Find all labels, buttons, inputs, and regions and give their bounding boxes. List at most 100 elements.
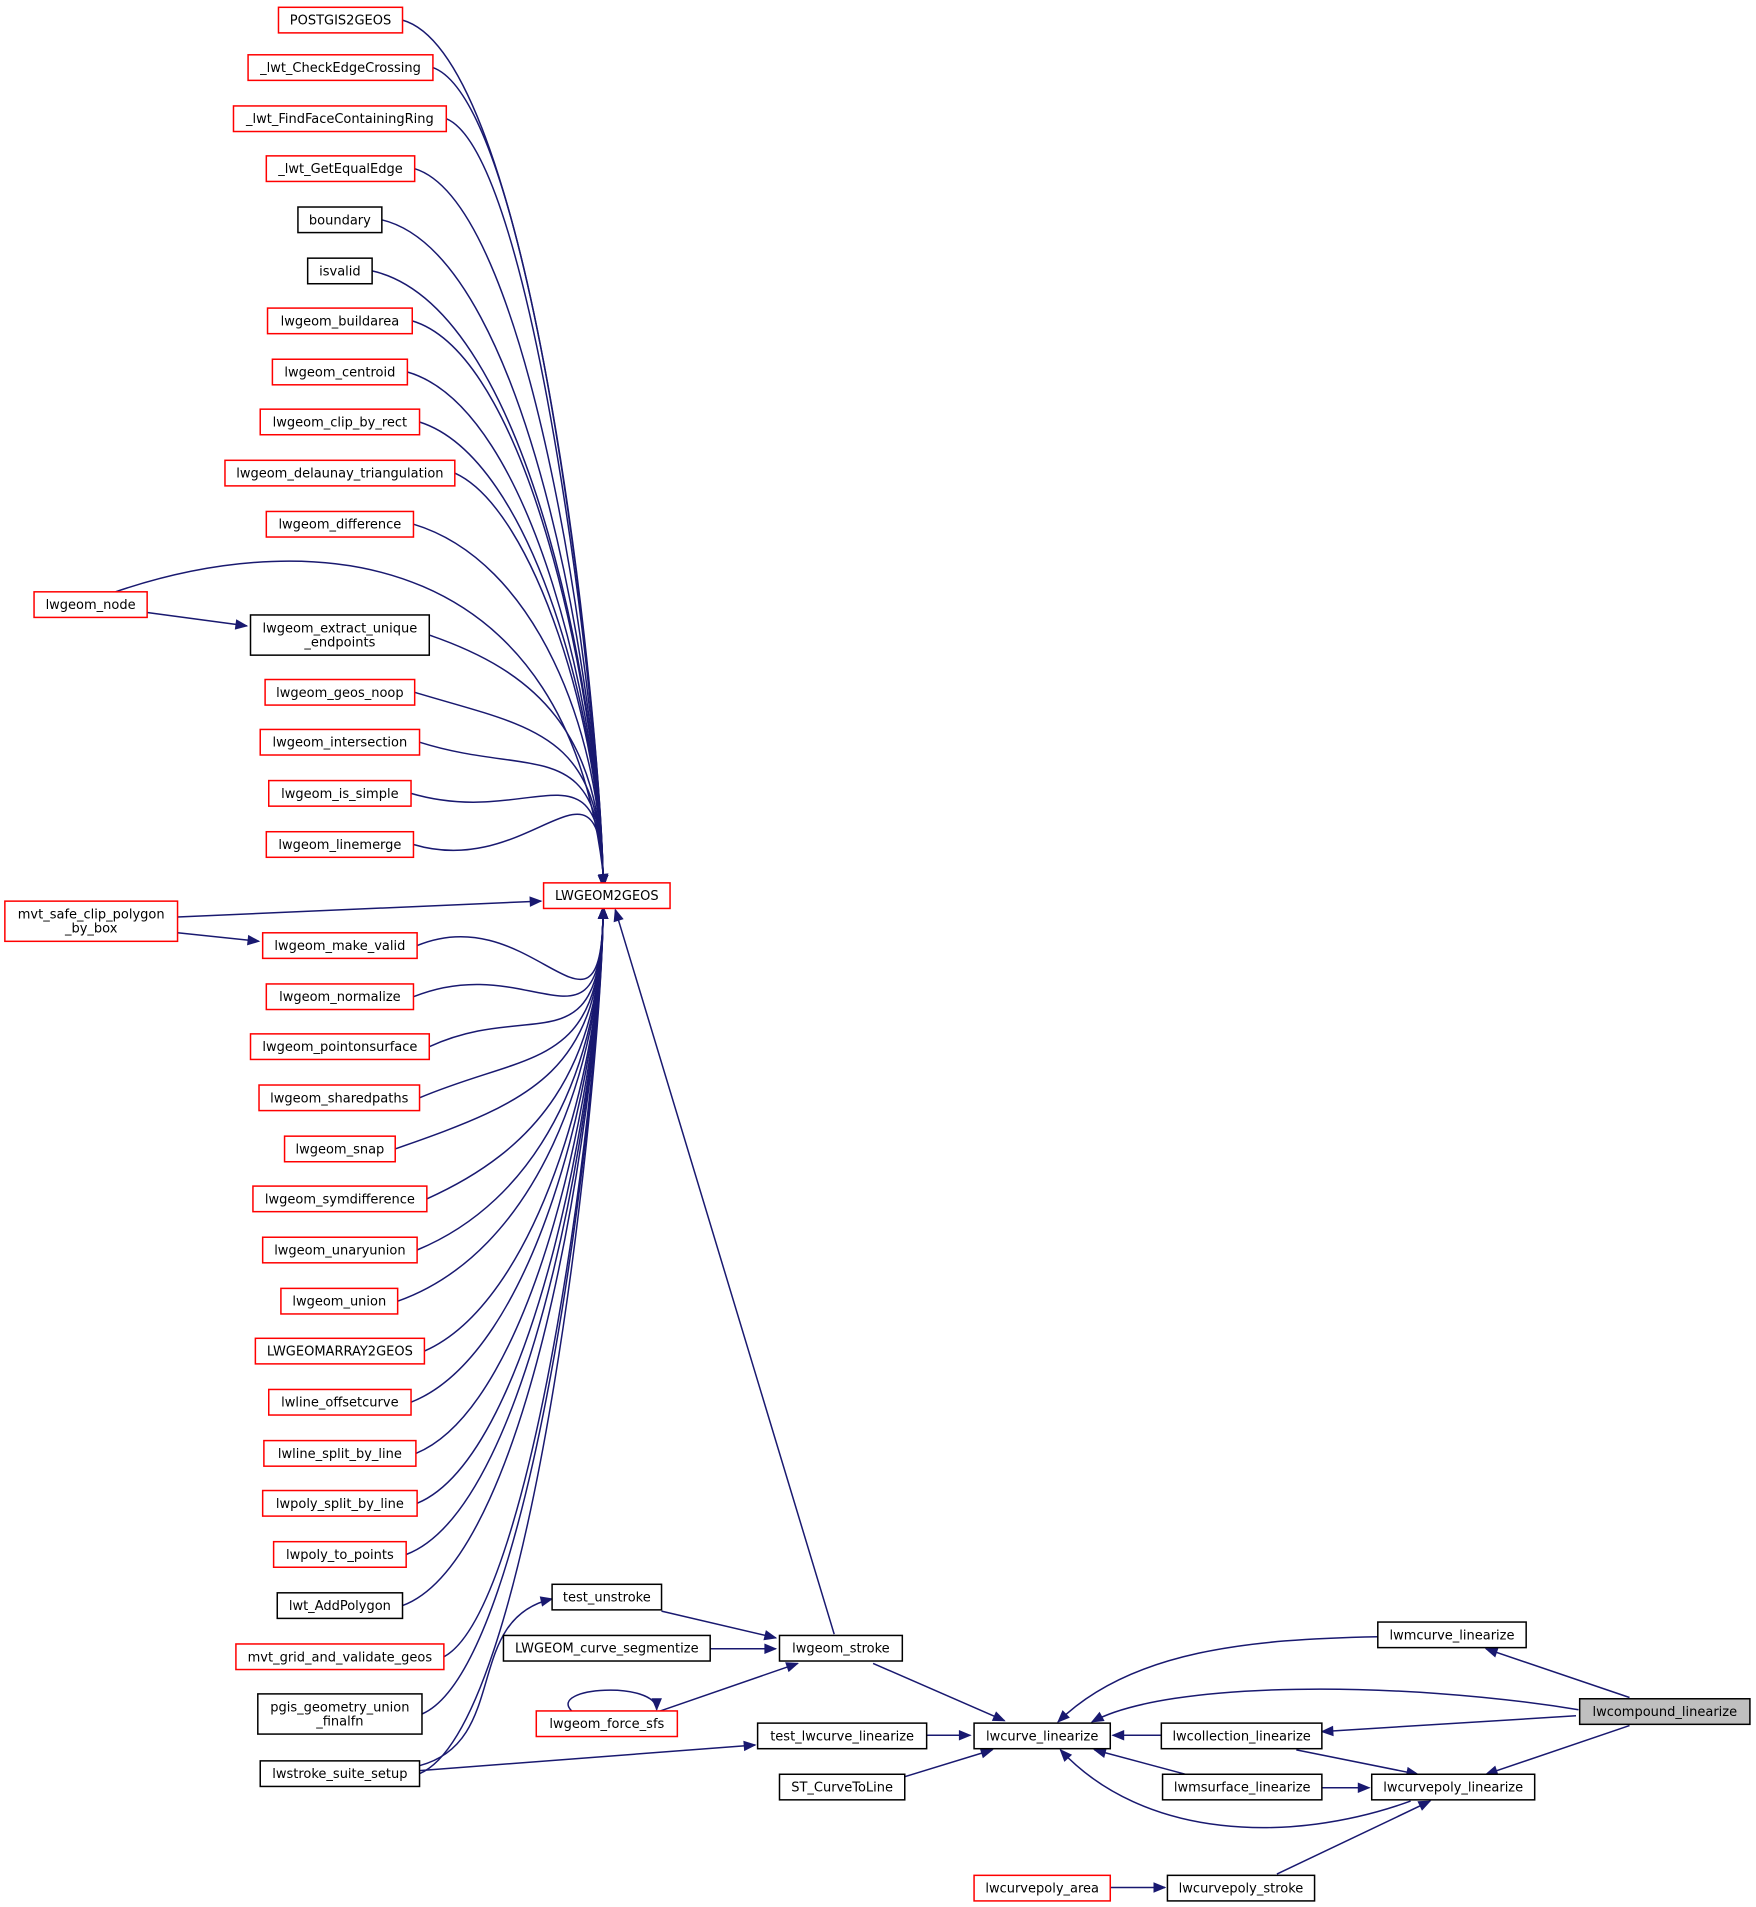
node-label: lwline_offsetcurve [281,1396,398,1411]
node-box [280,1287,399,1315]
node-label: boundary [309,213,371,228]
edge-forcesfs-to-forcesfs [567,1689,662,1712]
node-label: lwgeom_symdifference [265,1192,415,1207]
edge-curvesegmentize-to-lwgeomstroke [710,1643,778,1655]
edge-mvtclip-to-lwgeom2geos [177,896,543,918]
node-extractendpoints[interactable]: lwgeom_extract_unique_endpoints [249,614,431,656]
node-label: lwcurvepoly_area [985,1882,1099,1897]
edge-lwstroke-to-testunstroke [419,1596,554,1767]
node-mvtclip[interactable]: mvt_safe_clip_polygon_by_box [4,900,179,943]
edge-curvetoline-to-lwcurvelinearize [904,1748,994,1778]
node-curvetoline[interactable]: ST_CurveToLine [778,1773,906,1801]
node-label: _lwt_CheckEdgeCrossing [259,61,421,76]
node-curvepolyarea[interactable]: lwcurvepoly_area [973,1874,1112,1902]
node-linesplit[interactable]: lwline_split_by_line [263,1439,417,1467]
node-box [778,1634,904,1662]
node-forcesfs[interactable]: lwgeom_force_sfs [535,1710,679,1738]
node-difference[interactable]: lwgeom_difference [265,510,415,538]
node-box [254,1337,426,1365]
node-label: lwcollection_linearize [1172,1729,1310,1744]
node-label: POSTGIS2GEOS [290,14,391,29]
node-box [247,54,434,82]
edge-centroid-to-lwgeom2geos [407,371,609,888]
edge-msurfacelinearize-to-lwcurvelinearize [1093,1747,1186,1776]
edge-pointonsurface-to-lwgeom2geos [428,905,609,1048]
node-buildarea[interactable]: lwgeom_buildarea [266,307,413,335]
edge-compoundlinearize-to-mcurvelinearize [1484,1647,1630,1699]
node-union[interactable]: lwgeom_union [280,1287,399,1315]
node-box [283,1135,396,1163]
node-polysplit[interactable]: lwpoly_split_by_line [261,1489,418,1517]
node-issimple[interactable]: lwgeom_is_simple [268,779,412,807]
node-box [266,307,413,335]
node-postgis2geos[interactable]: POSTGIS2GEOS [277,6,404,34]
node-testlinearize[interactable]: test_lwcurve_linearize [756,1722,928,1750]
node-isvalid[interactable]: isvalid [306,257,373,285]
edge-checkedgecrossing-to-lwgeom2geos [432,66,609,888]
arrowhead [1059,1748,1073,1762]
node-msurfacelinearize[interactable]: lwmsurface_linearize [1161,1773,1323,1801]
node-polytopoints[interactable]: lwpoly_to_points [272,1540,407,1568]
node-findface[interactable]: _lwt_FindFaceContainingRing [232,105,448,133]
node-intersection[interactable]: lwgeom_intersection [259,728,421,756]
nodes: POSTGIS2GEOS _lwt_CheckEdgeCrossing _lwt_F… [4,6,1751,1902]
node-unaryunion[interactable]: lwgeom_unaryunion [261,1236,418,1264]
node-linemerge[interactable]: lwgeom_linemerge [265,830,415,859]
node-box [265,510,415,538]
edge-compoundlinearize-to-lwcurvelinearize [1090,1688,1579,1723]
node-sharedpaths[interactable]: lwgeom_sharedpaths [258,1084,421,1112]
edge-delaunay-to-lwgeom2geos [454,472,609,888]
node-curvepolylinearize[interactable]: lwcurvepoly_linearize [1370,1773,1536,1801]
node-curvesegmentize[interactable]: LWGEOM_curve_segmentize [502,1634,711,1662]
node-box [261,1489,418,1517]
arrowhead [1090,1711,1105,1723]
node-label: lwgeom_unaryunion [274,1244,405,1259]
node-label: pgis_geometry_union [270,1700,409,1715]
node-makevalid[interactable]: lwgeom_make_valid [261,932,418,960]
node-centroid[interactable]: lwgeom_centroid [271,358,409,386]
node-pgisunion[interactable]: pgis_geometry_union_finalfn [257,1693,423,1735]
node-box [1161,1773,1323,1801]
node-box [4,900,179,943]
node-symdifference[interactable]: lwgeom_symdifference [252,1185,428,1213]
node-checkedgecrossing[interactable]: _lwt_CheckEdgeCrossing [247,54,434,82]
node-normalize[interactable]: lwgeom_normalize [265,983,415,1011]
node-collectionlinearize[interactable]: lwcollection_linearize [1160,1722,1323,1750]
edge-mvtgrid-to-lwgeom2geos [443,905,609,1658]
node-lwstroke[interactable]: lwstroke_suite_setup [259,1760,421,1788]
arrowhead [785,1662,799,1673]
node-box [306,257,373,285]
node-snap[interactable]: lwgeom_snap [283,1135,396,1163]
node-lwcurvelinearize[interactable]: lwcurve_linearize [973,1722,1112,1750]
node-lwgeomstroke[interactable]: lwgeom_stroke [778,1634,904,1662]
node-label: lwgeom_make_valid [274,939,405,954]
node-boundary[interactable]: boundary [297,206,383,234]
node-addpolygon[interactable]: lwt_AddPolygon [276,1592,404,1620]
node-box [551,1583,663,1611]
node-pointonsurface[interactable]: lwgeom_pointonsurface [249,1033,431,1061]
node-arraygeos[interactable]: LWGEOMARRAY2GEOS [254,1337,426,1365]
node-mcurvelinearize[interactable]: lwmcurve_linearize [1377,1621,1527,1649]
node-delaunay[interactable]: lwgeom_delaunay_triangulation [224,459,456,487]
node-lwgeom2geos[interactable]: LWGEOM2GEOS [542,882,671,910]
node-offsetcurve[interactable]: lwline_offsetcurve [268,1388,412,1416]
node-box [264,678,416,706]
node-label: lwgeom_stroke [792,1642,890,1657]
node-testunstroke[interactable]: test_unstroke [551,1583,663,1611]
node-curvepolystroke[interactable]: lwcurvepoly_stroke [1166,1874,1316,1902]
node-node[interactable]: lwgeom_node [33,591,148,619]
node-getequaledge[interactable]: _lwt_GetEqualEdge [265,155,416,183]
node-label: lwgeom_normalize [279,990,401,1005]
edge-lwstroke-to-lwgeom2geos [419,905,609,1775]
node-label: lwgeom_snap [295,1142,384,1157]
node-label: _endpoints [303,636,375,651]
node-geosnoop[interactable]: lwgeom_geos_noop [264,678,416,706]
node-box [265,830,415,859]
node-clipbyrect[interactable]: lwgeom_clip_by_rect [259,408,421,436]
node-box [268,1388,412,1416]
node-mvtgrid[interactable]: mvt_grid_and_validate_geos [235,1643,445,1671]
node-label: lwgeom_centroid [284,366,395,381]
node-compoundlinearize[interactable]: lwcompound_linearize [1578,1698,1751,1726]
node-box [1160,1722,1323,1750]
arrowhead [763,1630,778,1641]
